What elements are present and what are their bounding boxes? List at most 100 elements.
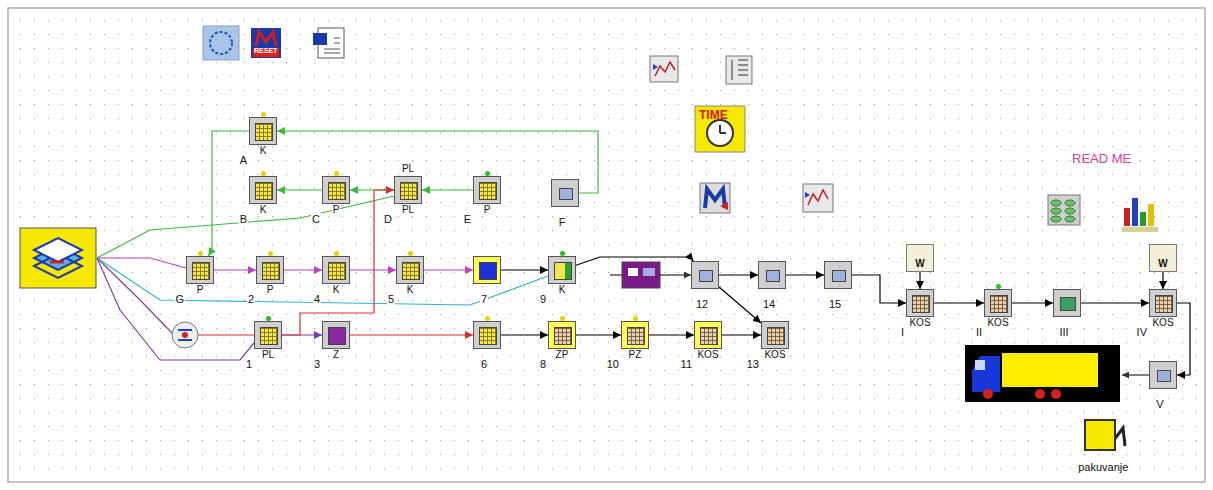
station-icon: 6	[473, 321, 501, 349]
status-dot	[408, 251, 413, 256]
flow-connector	[422, 189, 473, 190]
station-icon: PC	[322, 176, 350, 204]
status-dot	[633, 316, 638, 321]
icon-core	[554, 262, 572, 280]
icon-core	[479, 182, 497, 200]
station-name: 7	[480, 293, 488, 305]
station-name: III	[1058, 326, 1069, 338]
station-name: 6	[480, 358, 488, 370]
station-name: 13	[746, 358, 760, 370]
station-icon: 7	[473, 256, 501, 284]
station-type: Z	[332, 349, 340, 361]
station-icon: PE	[473, 176, 501, 204]
flow-connector	[282, 190, 394, 335]
icon-core	[832, 270, 846, 282]
flow-connector	[501, 334, 548, 335]
station-type: P	[196, 284, 205, 296]
purple-station	[610, 262, 691, 288]
icon-caption: READ ME	[1072, 151, 1131, 166]
station-icon: K9	[548, 256, 576, 284]
flow-connector	[719, 274, 758, 275]
station-name: 5	[387, 293, 395, 305]
station-name: E	[463, 213, 472, 225]
icon-caption: TIME	[699, 108, 728, 122]
icon-core	[699, 270, 713, 282]
icon-core	[260, 327, 278, 345]
splitter-icon	[172, 322, 198, 348]
icon-core	[766, 270, 780, 282]
icon-caption: RESET	[254, 47, 277, 54]
station-icon: PZ10	[621, 321, 649, 349]
icon-core	[262, 262, 280, 280]
icon-core	[700, 327, 718, 345]
icon-core	[1155, 295, 1173, 313]
station-name: 15	[828, 298, 842, 310]
flow-connector	[719, 287, 761, 323]
flow-connector	[284, 269, 322, 270]
station-name: 12	[695, 298, 709, 310]
station-type: K	[259, 145, 268, 157]
status-dot	[261, 171, 266, 176]
icon-core	[479, 327, 497, 345]
station-icon: KA	[249, 117, 277, 145]
station-name: V	[1155, 398, 1164, 410]
station-type: PL	[401, 163, 415, 175]
station-name: D	[383, 213, 393, 225]
flow-connector	[1162, 272, 1163, 289]
station-icon: KB	[249, 176, 277, 204]
station-icon: 14	[758, 261, 786, 289]
station-type: KOS	[763, 349, 786, 361]
station-type: K	[406, 284, 415, 296]
status-dot	[261, 112, 266, 117]
canvas-frame	[8, 8, 1205, 482]
station-type: KOS	[696, 349, 719, 361]
station-icon: 15	[824, 261, 852, 289]
flow-connector	[722, 334, 761, 335]
flow-connector	[576, 257, 693, 265]
station-icon: KOSIV	[1149, 289, 1177, 317]
station-icon: Z3	[322, 321, 350, 349]
icon-core	[402, 262, 420, 280]
station-type: KOS	[986, 317, 1009, 329]
station-name: 2	[247, 293, 255, 305]
flow-connector	[1012, 302, 1053, 303]
station-icon: pakuvanje	[1084, 419, 1116, 451]
station-icon: ZP8	[548, 321, 576, 349]
station-name: 14	[762, 298, 776, 310]
toolbar-icons	[203, 26, 1158, 232]
flow-connector	[852, 275, 906, 303]
station-name: IV	[1136, 326, 1148, 338]
icon-core	[328, 262, 346, 280]
truck	[965, 345, 1149, 402]
station-name: B	[239, 213, 248, 225]
status-dot	[485, 171, 490, 176]
station-name: F	[558, 216, 567, 228]
flow-connector	[576, 334, 621, 335]
station-type: P	[483, 204, 492, 216]
flow-connector	[1177, 303, 1190, 375]
flow-connector	[919, 272, 920, 289]
flow-connector	[424, 269, 473, 270]
status-dot	[266, 316, 271, 321]
flow-connector	[1081, 302, 1149, 303]
station-icon: PL1	[254, 321, 282, 349]
station-name: 10	[606, 358, 620, 370]
icon-core	[559, 188, 573, 200]
flow-connector	[649, 334, 694, 335]
icon-core	[328, 327, 346, 345]
bar-chart-icon	[1122, 198, 1158, 232]
station-icon: III	[1053, 289, 1081, 317]
station-name: 11	[680, 358, 693, 370]
station-icon: W	[1149, 244, 1177, 272]
source-routes	[97, 196, 548, 360]
station-icon: KOS13	[761, 321, 789, 349]
station-icon: PLPLD	[394, 176, 422, 204]
icon-core	[1157, 370, 1171, 382]
station-name: C	[311, 213, 321, 225]
flow-connector	[501, 269, 548, 270]
station-type: P	[332, 204, 341, 216]
status-dot	[198, 251, 203, 256]
flow-connector	[350, 334, 473, 335]
icon-core	[255, 123, 273, 141]
station-type: PL	[401, 204, 415, 216]
